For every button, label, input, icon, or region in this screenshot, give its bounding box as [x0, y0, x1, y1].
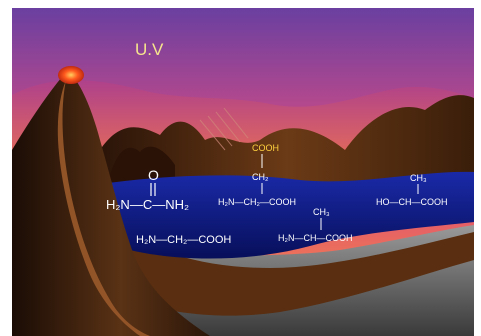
alanine-ch3: CH₃ — [313, 207, 330, 217]
uv-rays — [199, 107, 249, 151]
molecule-aspartic: COOH CH₂ H₂N—CH₂—COOH — [218, 143, 296, 207]
left-margin — [0, 0, 12, 336]
molecule-alanine: CH₃ H₂N—CH—COOH — [278, 207, 353, 243]
top-margin — [0, 0, 481, 8]
volcano-crater — [58, 66, 84, 84]
basin-rock — [95, 210, 474, 316]
lactic-ch3: CH₃ — [410, 173, 427, 183]
lactic-formula: HO—CH—COOH — [376, 197, 448, 207]
alanine-formula: H₂N—CH—COOH — [278, 233, 353, 243]
aspartic-top-group: COOH — [252, 143, 279, 153]
aspartic-ch2: CH₂ — [252, 172, 269, 182]
molecule-lactic: CH₃ HO—CH—COOH — [376, 173, 448, 207]
glycine-formula: H₂N—CH₂—COOH — [136, 234, 231, 246]
uv-label: U.V — [135, 40, 164, 59]
urea-oxygen: O — [148, 167, 159, 183]
molecule-urea: O H₂N—C—NH₂ — [106, 167, 189, 212]
molecule-glycine: H₂N—CH₂—COOH — [136, 234, 231, 246]
right-margin — [474, 0, 481, 336]
mountain-range — [100, 95, 474, 190]
urea-formula: H₂N—C—NH₂ — [106, 197, 189, 212]
aspartic-formula: H₂N—CH₂—COOH — [218, 197, 296, 207]
primordial-sea — [95, 171, 474, 259]
